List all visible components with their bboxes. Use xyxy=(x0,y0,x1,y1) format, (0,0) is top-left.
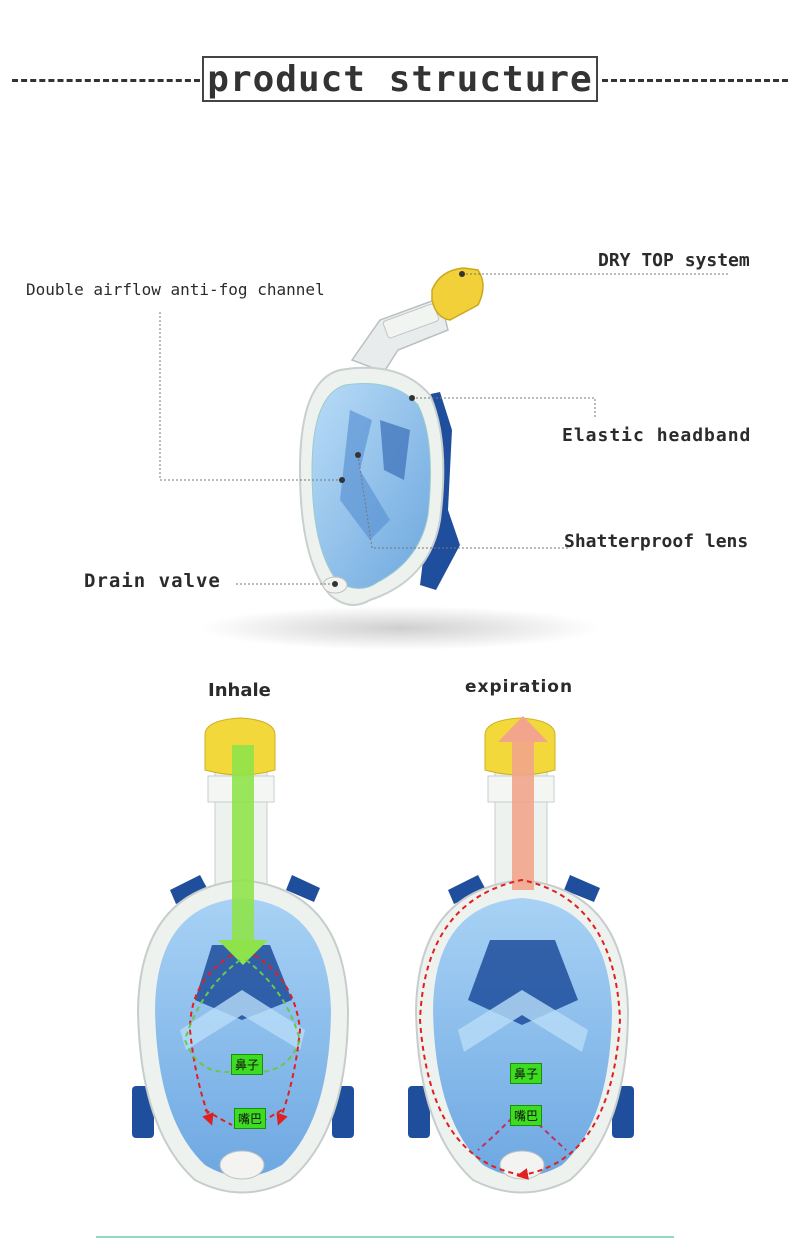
inhale-nose-tag: 鼻子 xyxy=(231,1054,264,1075)
exp-flow-mouth-left xyxy=(477,1117,513,1151)
inhale-divider xyxy=(180,990,305,1050)
leader-anti-fog xyxy=(159,312,342,481)
exp-divider xyxy=(458,990,588,1052)
exp-strap-top-left xyxy=(448,875,486,904)
inhale-mouth-tag: 嘴巴 xyxy=(234,1108,267,1129)
inhale-strap-top-left xyxy=(170,875,208,904)
exp-nose-tag: 鼻子 xyxy=(510,1063,543,1084)
inhale-drain-valve xyxy=(219,1150,265,1180)
inhale-flow-outer-right xyxy=(253,954,302,1126)
label-headband: Elastic headband xyxy=(562,425,752,446)
inhale-flow-outer-left xyxy=(188,954,233,1126)
label-dry-top: DRY TOP system xyxy=(598,250,750,271)
exp-flow-outer xyxy=(418,878,622,1180)
inhale-flow-green-left xyxy=(183,959,243,1073)
marker-anti-fog xyxy=(339,477,345,483)
inhale-strap-top-right xyxy=(286,875,320,902)
header-dash-right xyxy=(602,79,788,82)
header-dash-left xyxy=(12,79,200,82)
bottom-divider xyxy=(96,1236,674,1238)
marker-lens xyxy=(355,452,361,458)
section-header: product structure xyxy=(0,52,800,108)
leader-headband xyxy=(412,397,596,418)
marker-dry-top xyxy=(459,271,465,277)
marker-headband xyxy=(409,395,415,401)
marker-drain xyxy=(332,581,338,587)
exp-arrow-head xyxy=(498,716,548,742)
floor-shadow xyxy=(200,606,600,650)
label-anti-fog: Double airflow anti-fog channel xyxy=(26,280,325,299)
inhale-flow-green-right xyxy=(241,959,302,1073)
exp-mouth-tag: 嘴巴 xyxy=(510,1105,543,1126)
label-lens: Shatterproof lens xyxy=(564,531,749,552)
label-drain: Drain valve xyxy=(84,570,221,592)
inhale-arrow-head xyxy=(218,940,268,965)
inhale-nose-piece xyxy=(195,945,292,1020)
label-inhale: Inhale xyxy=(208,680,271,701)
expiration-mask xyxy=(408,716,634,1194)
page-title: product structure xyxy=(202,56,598,102)
exp-nose-piece xyxy=(468,940,578,1025)
dry-top-cap xyxy=(431,267,484,321)
label-expiration: expiration xyxy=(465,677,574,697)
inhale-lens xyxy=(155,898,331,1177)
inner-divider xyxy=(340,410,390,540)
exp-lens xyxy=(433,898,612,1177)
exp-strap-left xyxy=(408,1086,430,1138)
product-illustration xyxy=(159,267,730,650)
inhale-arrow-shaft xyxy=(232,745,254,945)
inhale-mask xyxy=(132,717,354,1194)
inhale-flow-lower-left xyxy=(204,1109,233,1126)
inner-nose-piece xyxy=(380,420,410,480)
exp-arrow-shaft xyxy=(512,740,534,890)
exp-strap-top-right xyxy=(564,875,600,902)
